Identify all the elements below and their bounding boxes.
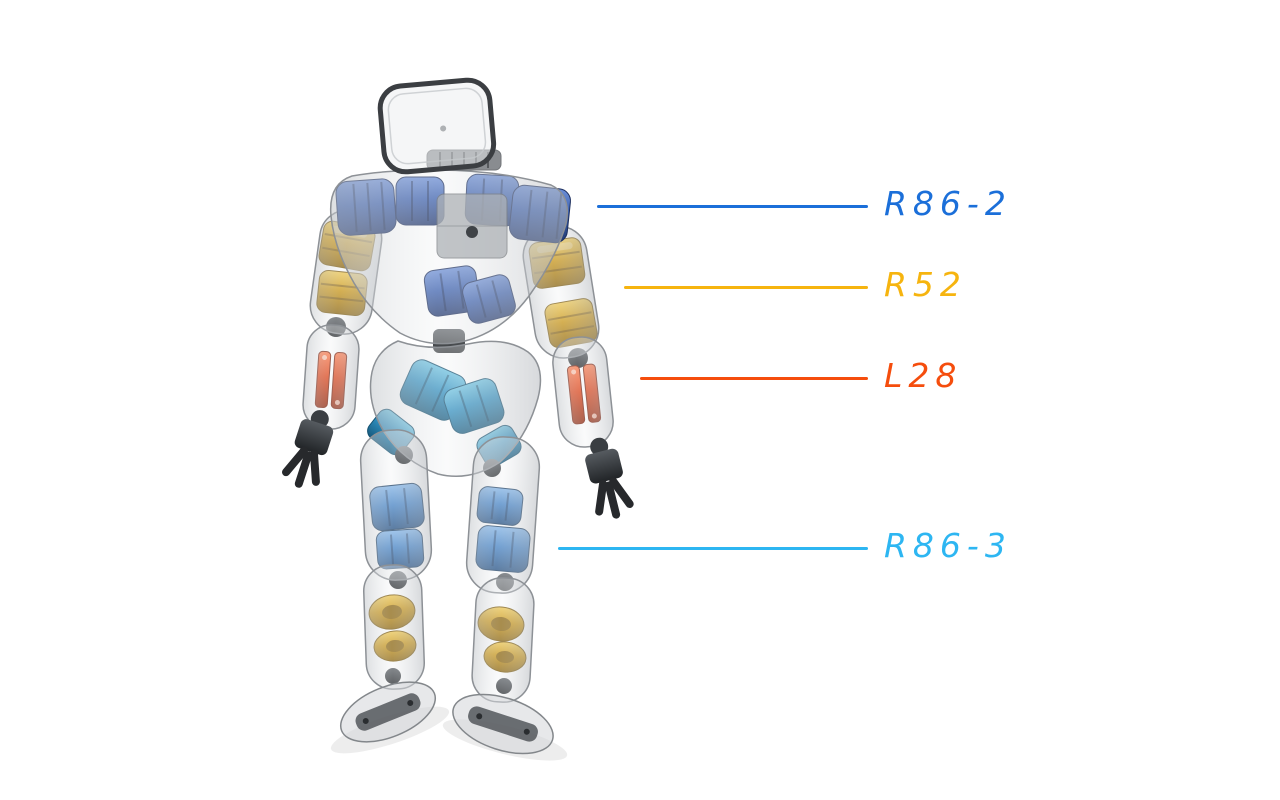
callout-line-l28 xyxy=(640,377,868,380)
callout-line-r52 xyxy=(624,286,868,289)
callout-line-r86-2 xyxy=(597,205,868,208)
callout-label-r52: R52 xyxy=(884,265,967,304)
callout-label-r86-2: R86-2 xyxy=(884,184,1012,223)
callout-label-r86-3: R86-3 xyxy=(884,526,1012,565)
callout-line-r86-3 xyxy=(558,547,868,550)
callout-label-l28: L28 xyxy=(884,356,963,395)
